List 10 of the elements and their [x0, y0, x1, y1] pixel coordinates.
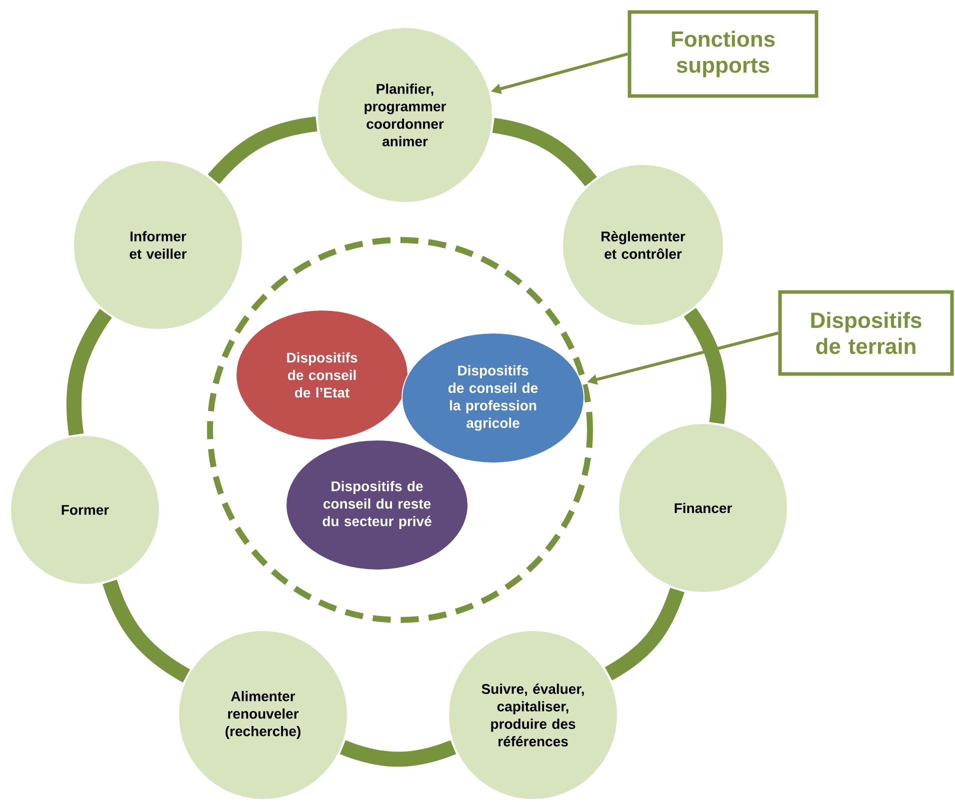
ring-arc [340, 740, 456, 767]
ring-arc [66, 309, 112, 436]
ring-arc [492, 118, 597, 186]
dashed-circle [207, 236, 593, 623]
ring-arc [102, 580, 190, 682]
ring-arc [684, 308, 726, 424]
ring-arc [604, 588, 684, 680]
callout-box: Dispositifs de terrain [778, 290, 954, 376]
callout-box: Fonctions supports [628, 10, 818, 98]
ring-arc [208, 116, 318, 184]
